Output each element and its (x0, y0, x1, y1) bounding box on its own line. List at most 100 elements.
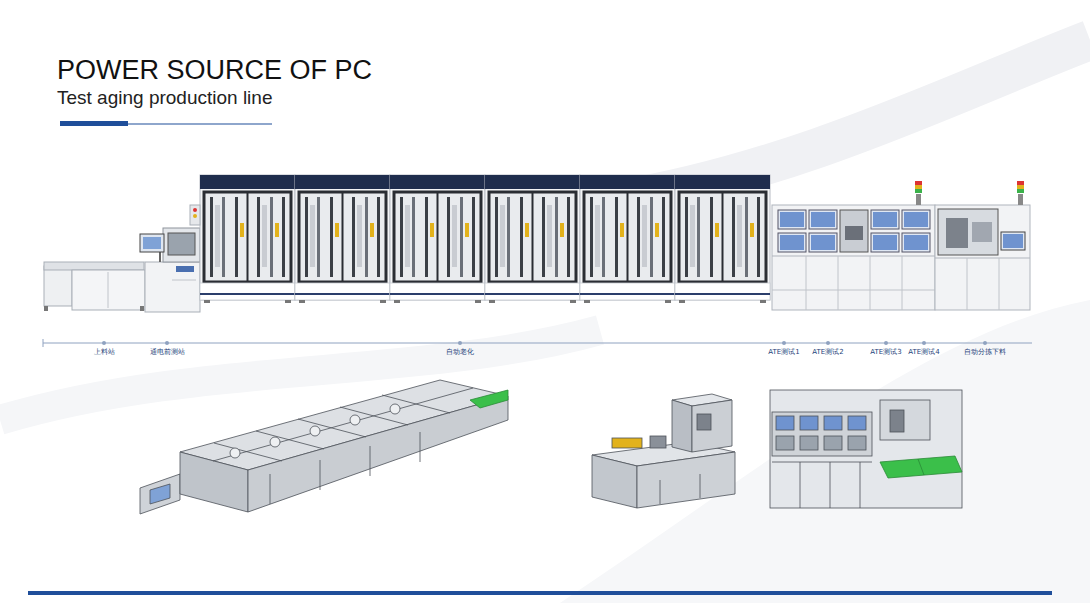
illustration-part (159, 252, 161, 262)
illustration-part (697, 414, 711, 430)
station-label: 通电前测站 (150, 347, 185, 357)
illustration-part (230, 448, 240, 458)
illustration-part (778, 210, 806, 229)
illustration-part (637, 452, 735, 508)
illustration-part (915, 189, 922, 193)
station-label: 上料站 (94, 347, 115, 357)
station-label: ATE测试4 (908, 347, 939, 357)
illustration-part (320, 460, 321, 490)
illustration-part (248, 396, 508, 512)
station-label: ATE测试2 (812, 347, 843, 357)
illustration-part (772, 205, 935, 310)
illustration-part (918, 459, 924, 475)
illustration-part (560, 300, 1090, 603)
illustration-part (43, 339, 44, 347)
illustration-part (776, 416, 794, 430)
illustration-part (848, 416, 866, 430)
station-label: ATE测试3 (870, 347, 901, 357)
illustration-part (873, 212, 897, 227)
illustration-part (44, 306, 48, 311)
illustration-part (650, 436, 666, 448)
illustration-part (999, 258, 1000, 310)
illustration-part (871, 210, 899, 229)
process-timeline (43, 339, 1032, 347)
illustration-part (692, 400, 732, 452)
illustration-part (612, 438, 642, 448)
illustration-part (310, 426, 320, 436)
illustration-part (938, 209, 998, 255)
station-label: 自动分拣下料 (964, 347, 1006, 357)
illustration-part (884, 341, 888, 345)
illustration-part (1001, 232, 1025, 250)
illustration-part (780, 235, 804, 250)
illustration-part (168, 233, 195, 255)
illustration-part (592, 455, 637, 508)
illustration-part (350, 415, 360, 425)
aging-cabinets (190, 175, 770, 303)
cad-sorting-view (770, 390, 962, 508)
illustration-part (485, 175, 580, 303)
illustration-part (580, 175, 675, 303)
illustration-part (270, 474, 271, 504)
ate-module (772, 181, 935, 310)
illustration-part (700, 474, 701, 498)
illustration-part (915, 185, 922, 189)
illustration-part (972, 222, 992, 242)
sorting-module (935, 181, 1030, 310)
illustration-part (922, 341, 926, 345)
illustration-part (916, 194, 921, 205)
illustration-part (1017, 185, 1024, 189)
illustration-part (772, 412, 872, 456)
illustration-part (873, 235, 897, 250)
illustration-part (826, 341, 830, 345)
illustration-part (1003, 234, 1023, 248)
illustration-part (806, 256, 807, 310)
illustration-part (915, 181, 922, 185)
illustration-part (772, 256, 935, 257)
illustration-part (902, 256, 903, 310)
illustration-part (904, 212, 928, 227)
illustration-part (108, 272, 109, 308)
illustration-part (213, 388, 473, 461)
heading-rule (128, 123, 272, 124)
illustration-part (295, 175, 390, 303)
illustration-part (809, 233, 837, 252)
station-label: ATE测试1 (768, 347, 799, 357)
illustration-part (140, 474, 180, 514)
illustration-part (145, 262, 200, 312)
illustration-part (860, 462, 861, 508)
illustration-part (809, 210, 837, 229)
illustration-part (163, 228, 200, 262)
illustration-part (840, 210, 868, 252)
illustration-part (890, 410, 904, 432)
illustration-part (458, 341, 462, 345)
station-label: 自动老化 (446, 347, 474, 357)
illustration-part (902, 210, 930, 229)
illustration-part (824, 416, 842, 430)
illustration-part (675, 175, 770, 303)
illustration-part (772, 462, 872, 463)
illustration-part (800, 416, 818, 430)
page-title: POWER SOURCE OF PC (57, 55, 372, 86)
illustration-part (165, 341, 169, 345)
cad-station-view (592, 394, 735, 508)
illustration-part (967, 258, 968, 310)
subtitle: Test aging production line (57, 87, 272, 109)
illustration-part (838, 256, 839, 310)
illustration-part (270, 437, 280, 447)
illustration-part (150, 484, 170, 504)
illustration-part (390, 404, 400, 414)
cad-line-view (140, 380, 508, 514)
illustration-part (143, 237, 161, 249)
illustration-part (870, 256, 871, 310)
illustration-part (1017, 181, 1024, 185)
illustration-part (880, 400, 930, 440)
illustration-part (72, 270, 145, 310)
loader-station (44, 228, 200, 312)
illustration-part (946, 218, 968, 248)
illustration-part (672, 400, 692, 452)
illustration-part (140, 234, 164, 252)
illustration-part (935, 258, 1030, 259)
illustration-part (470, 390, 508, 408)
